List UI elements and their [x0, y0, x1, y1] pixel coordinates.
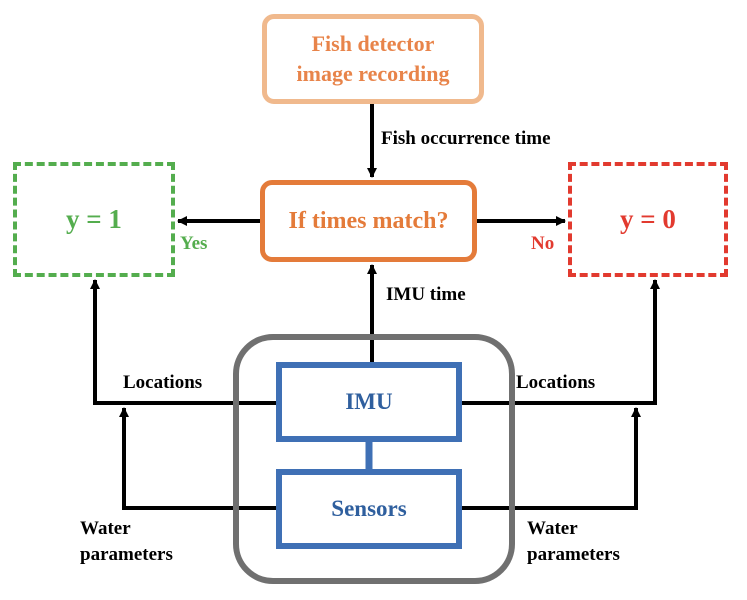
- water-right-line2: parameters: [527, 544, 620, 565]
- device-frame: [233, 334, 515, 584]
- locations-left-arrow: [90, 279, 276, 405]
- water-right-arrow: [462, 407, 641, 510]
- positive-label-node: y = 1: [13, 162, 175, 277]
- fish-detector-line1: Fish detector: [311, 31, 435, 57]
- water-left-arrow: [119, 407, 276, 510]
- water-left-label: Water parameters: [80, 516, 173, 568]
- locations-left-label: Locations: [123, 372, 203, 393]
- yes-label: Yes: [180, 233, 208, 254]
- fish-detector-node: Fish detector image recording: [262, 14, 484, 104]
- water-right-line1: Water: [527, 518, 578, 539]
- water-left-line2: parameters: [80, 544, 173, 565]
- no-label: No: [531, 233, 555, 254]
- time-match-node: If times match?: [260, 180, 477, 262]
- locations-right-arrow: [462, 279, 660, 405]
- fish-detector-line2: image recording: [296, 61, 450, 86]
- water-right-label: Water parameters: [527, 516, 620, 568]
- water-left-line1: Water: [80, 518, 131, 539]
- sensors-node: Sensors: [276, 469, 462, 549]
- imu-node: IMU: [276, 362, 462, 442]
- fish-time-label: Fish occurrence time: [381, 128, 551, 149]
- imu-time-label: IMU time: [386, 284, 466, 305]
- locations-right-label: Locations: [516, 372, 596, 393]
- negative-label-node: y = 0: [568, 162, 728, 277]
